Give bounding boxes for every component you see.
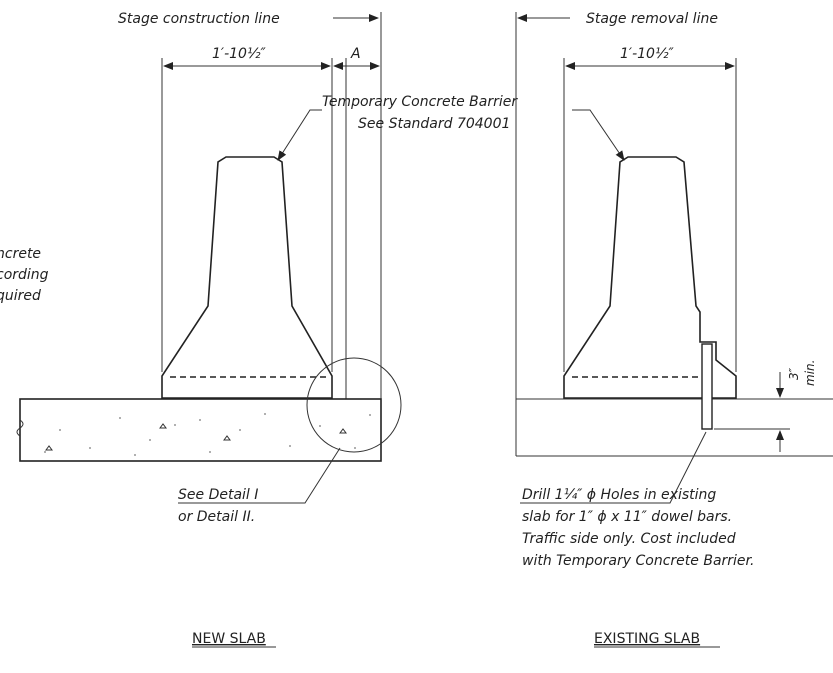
detail-circle [306,357,402,453]
barrier-profile-existing [563,156,737,399]
barrier-leader-right [572,109,625,161]
new-slab [19,398,382,462]
detail-label-1: See Detail I [178,487,258,503]
title-existing-slab: EXISTING SLAB [594,631,700,647]
drill-note-1: Drill 1¼″ ϕ Holes in existing [522,487,716,503]
title-new-slab: NEW SLAB [192,631,266,647]
barrier-label-1: Temporary Concrete Barrier [322,94,518,110]
stage-construction-label: Stage construction line [118,11,280,27]
barrier-profile-new [161,156,333,399]
detail-label-2: or Detail II. [178,509,255,525]
min-dim-label-top: 3″ [787,367,801,380]
aggregate-mark [223,435,231,441]
dim-label-left: 1′-10½″ [212,46,267,62]
dim-label-right: 1′-10½″ [620,46,675,62]
aggregate-mark [45,445,53,451]
new-slab-section: Stage construction line 1′-10½″ A See [0,11,402,648]
min-dim-label-bottom: min. [803,360,817,386]
aggregate-mark [339,428,347,434]
slab-break-mark [16,419,24,437]
drill-note-4: with Temporary Concrete Barrier. [522,553,754,569]
barrier-callout: Temporary Concrete Barrier See Standard … [277,94,625,161]
aggregate-mark [159,423,167,429]
drill-leader [520,431,707,504]
existing-slab-section: Stage removal line 1′-10½″ 3″ min. Drill… [515,11,833,648]
detail-leader [178,447,341,504]
left-note-1: ncrete [0,246,41,262]
dim-a-label: A [350,46,361,62]
stage-removal-label: Stage removal line [586,11,718,27]
left-note-2: cording [0,267,49,283]
drill-note-2: slab for 1″ ϕ x 11″ dowel bars. [522,509,732,525]
dowel-bar [701,343,713,430]
barrier-leader-left [277,109,322,161]
left-note-3: quired [0,288,41,304]
slab-aggregate-dots [44,413,371,456]
barrier-label-2: See Standard 704001 [358,116,510,132]
drill-note-3: Traffic side only. Cost included [522,531,736,547]
